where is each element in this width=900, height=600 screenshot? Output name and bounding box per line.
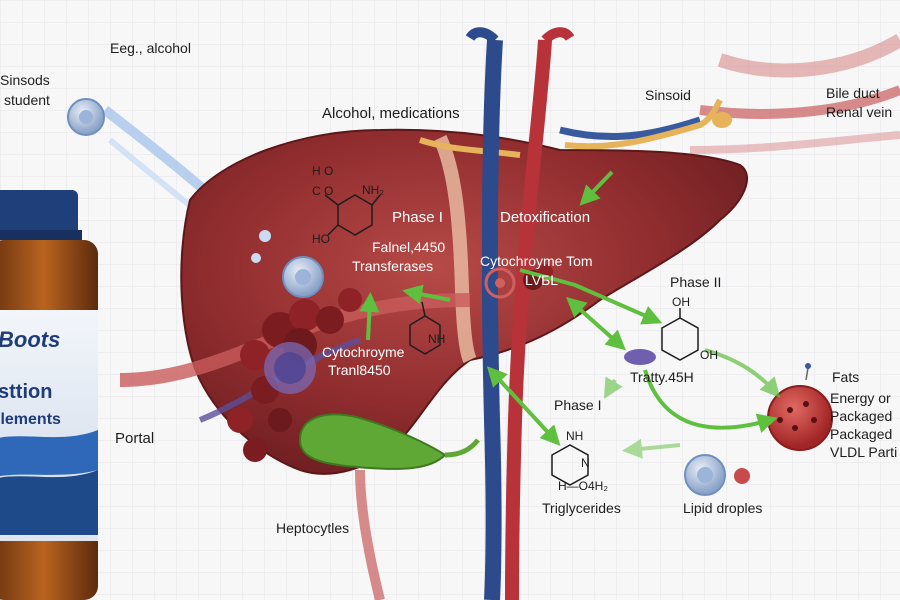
label-cytochrome-lower: Cytochroyme [322,344,405,360]
label-energy-or: Energy or [830,390,891,406]
label-lvbl: LVБL [525,272,558,288]
label-falnel: Falnel,4450 [372,239,445,255]
chem-h-oh: H—O4H₂ [558,479,608,493]
label-phase-ii: Phase II [670,274,721,290]
label-heptocytles: Heptocytles [276,520,349,536]
incoming-vessels [559,33,900,154]
label-alcohol-medications: Alcohol, medications [322,105,460,122]
label-vldl: VLDL Parti [830,444,897,460]
chem-nh2: NH₂ [362,183,384,197]
bile-duct-top [419,137,521,158]
label-phase-i-top: Phase I [392,209,443,226]
bile-duct-node [712,112,732,128]
chem-structure-phase2 [661,308,699,361]
chem-co: C O [312,184,333,198]
chem-nh-mol: NH [428,332,445,346]
label-portal: Portal [115,430,154,447]
label-transferases: Transferases [352,258,433,274]
bottle-line2: llements [0,411,61,428]
chem-structure-nh [409,301,441,355]
chem-oh-top: OH [672,295,690,309]
label-packaged-2: Packaged [830,426,892,442]
vena-cava [481,39,503,600]
ligament-band [433,135,477,364]
label-detoxification: Detoxification [500,209,590,226]
bottle-brand: Boots [0,327,60,352]
label-lipid-droples: Lipid droples [683,500,762,516]
chem-n-tri: N [581,456,590,470]
chem-oh-side: OH [700,348,718,362]
chem-structure-phase1 [324,194,381,236]
label-student: student [4,92,50,108]
label-sinsods: Sinsods [0,72,50,88]
label-fats: Fats [832,369,859,385]
label-eeg-alcohol: Eeg., alcohol [110,40,191,56]
label-renal-vein: Renal vein [826,104,892,120]
vesicle-cells [67,98,833,496]
chem-ho-ring: HO [312,232,330,246]
label-tratty: Tratty.45H [630,369,694,385]
supplement-bottle [0,190,98,600]
chem-ho: H O [312,164,333,178]
label-cytochrome-tom: Cytochroyme Tom [480,253,593,269]
label-bile-duct: Bile duct [826,85,880,101]
label-tranl: Tranl8450 [328,362,391,378]
label-phase-i-lower: Phase I [554,397,601,413]
bile-duct-right [564,98,723,150]
label-packaged-1: Packaged [830,408,892,424]
label-triglycerides: Triglycerides [542,500,621,516]
chem-structure-triglyceride [551,444,589,486]
pathway-arrows [359,170,781,459]
bottle-line1: sttion [0,381,52,403]
chem-nh-tri: NH [566,429,583,443]
label-sinsoid: Sinsoid [645,87,691,103]
